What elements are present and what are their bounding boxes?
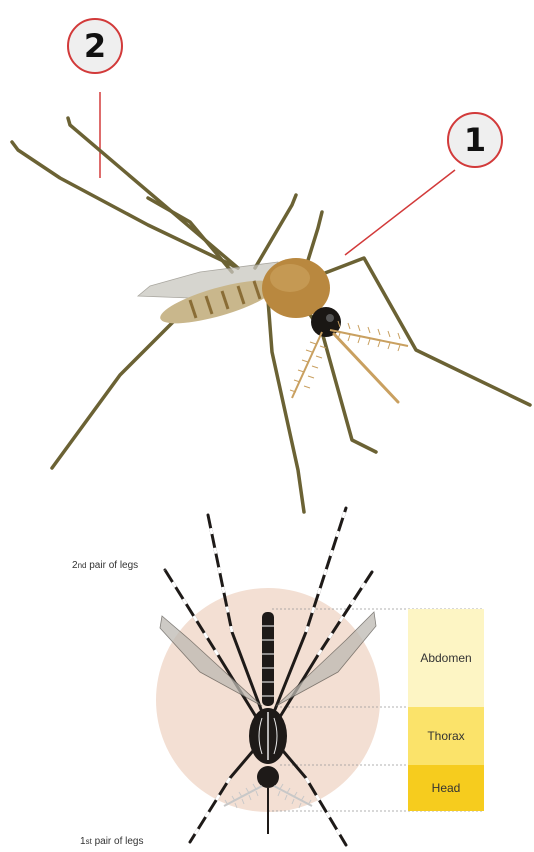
callout-line-1 [345,170,455,255]
side-leg-right-2 [312,258,530,405]
callout-1: 1 [447,112,503,168]
abdomen-label: Abdomen [420,651,471,665]
top-abdomen [262,612,274,706]
callout-2: 2 [67,18,123,74]
head-label: Head [432,781,461,795]
second-pair-text: pair of legs [86,560,138,571]
top-head [257,766,279,788]
side-head [311,307,341,337]
side-antennae [290,321,408,398]
second-pair-legs-label: 2nd pair of legs [72,560,138,571]
first-pair-text: pair of legs [92,836,144,847]
head-band: Head [408,765,484,811]
side-leg-upper [255,195,296,268]
thorax-label: Thorax [427,729,464,743]
abdomen-band: Abdomen [408,609,484,707]
first-pair-legs-label: 1st pair of legs [80,836,144,847]
side-eye-highlight [326,314,334,322]
side-leg-back-1 [12,142,238,268]
side-leg-back-2 [68,118,238,268]
thorax-band: Thorax [408,707,484,765]
side-proboscis [334,334,398,402]
side-thorax-highlight [270,264,310,292]
side-leg-front-down [268,300,304,512]
